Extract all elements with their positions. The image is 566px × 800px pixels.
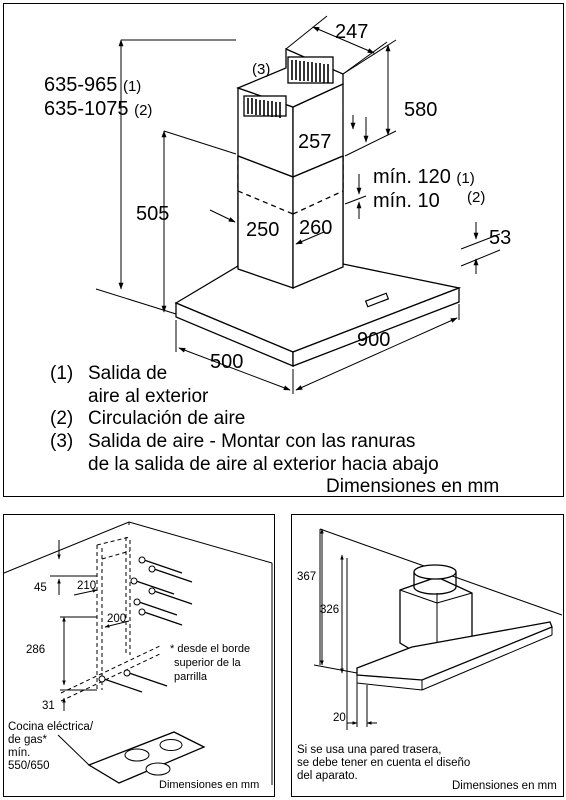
legend-1-num: (1) bbox=[50, 363, 74, 384]
legend-3-num: (3) bbox=[50, 431, 74, 452]
main-units-label: Dimensiones en mm bbox=[326, 476, 500, 497]
dim-286-label: 286 bbox=[26, 644, 46, 656]
height-range-1-label: 635-965 (1) bbox=[44, 74, 142, 96]
control-buttons bbox=[364, 292, 390, 308]
wall-note-line-3: del aparato. bbox=[297, 770, 358, 782]
chimney-lower-height-label: 505 bbox=[136, 203, 170, 225]
wall-note-line-1: Si se usa una pared trasera, bbox=[297, 744, 442, 756]
min-clearance-1-label: mín. 120 (1) bbox=[373, 166, 475, 188]
callout-3-label: (3) bbox=[252, 61, 271, 78]
vent-slots-top bbox=[287, 56, 334, 84]
note-line-3: parrilla bbox=[174, 671, 208, 683]
lower-width-label: 250 bbox=[246, 219, 280, 241]
thickness-label: 53 bbox=[489, 227, 512, 249]
rear-wall-drawing bbox=[313, 528, 563, 730]
cooktop-line-2: de gas* bbox=[8, 734, 48, 746]
drilling-template-drawing bbox=[3, 521, 273, 785]
dim-31-label: 31 bbox=[42, 700, 55, 712]
min-clearance-2-ref: (2) bbox=[467, 189, 486, 206]
legend-3-line2: de la salida de aire al exterior hacia a… bbox=[88, 454, 439, 475]
dim-200-label: 200 bbox=[107, 613, 127, 625]
hood-dimension-drawing bbox=[95, 15, 501, 394]
main-dimension-panel: 635-965 (1) 635-1075 (2) (3) 247 580 257… bbox=[3, 3, 564, 497]
dim-210-label: 210 bbox=[77, 580, 97, 592]
legend-2-num: (2) bbox=[50, 408, 74, 429]
chimney-upper-height-label: 580 bbox=[404, 99, 438, 121]
legend-1-line1: Salida de bbox=[88, 363, 168, 384]
cooktop-line-3: mín. bbox=[8, 747, 31, 759]
install-units-label: Dimensiones en mm bbox=[159, 779, 260, 791]
legend-3-line1: Salida de aire - Montar con las ranuras bbox=[88, 431, 416, 452]
rear-wall-panel: 367 326 20 Si se usa una pared trasera, … bbox=[291, 514, 564, 797]
lower-depth-label: 260 bbox=[299, 217, 333, 239]
dim-326-label: 326 bbox=[320, 604, 340, 616]
wall-screws bbox=[103, 559, 193, 693]
height-range-2-label: 635-1075 (2) bbox=[44, 98, 153, 120]
hood-depth-label: 500 bbox=[210, 351, 244, 373]
cooktop-line-1: Cocina eléctrica/ bbox=[8, 721, 94, 733]
note-line-2: superior de la bbox=[174, 657, 241, 669]
cooktop-line-4: 550/650 bbox=[8, 760, 50, 772]
dim-20-label: 20 bbox=[333, 712, 346, 724]
chimney-depth-label: 257 bbox=[298, 131, 332, 153]
duct-collar bbox=[413, 564, 457, 595]
installation-drilling-panel: 45 210 200 286 31 * desde el borde super… bbox=[3, 514, 275, 797]
note-line-1: * desde el borde bbox=[170, 643, 251, 655]
dim-367-label: 367 bbox=[297, 571, 317, 583]
chimney-width-label: 247 bbox=[335, 21, 369, 43]
wall-note-line-2: se debe tener en cuenta el diseño bbox=[297, 757, 471, 769]
legend-1-line2: aire al exterior bbox=[88, 386, 209, 407]
legend-2-text: Circulación de aire bbox=[88, 408, 246, 429]
min-clearance-2-label: mín. 10 bbox=[373, 190, 440, 212]
wall-units-label: Dimensiones en mm bbox=[452, 780, 557, 792]
hood-width-label: 900 bbox=[357, 329, 391, 351]
dim-45-label: 45 bbox=[34, 582, 47, 594]
